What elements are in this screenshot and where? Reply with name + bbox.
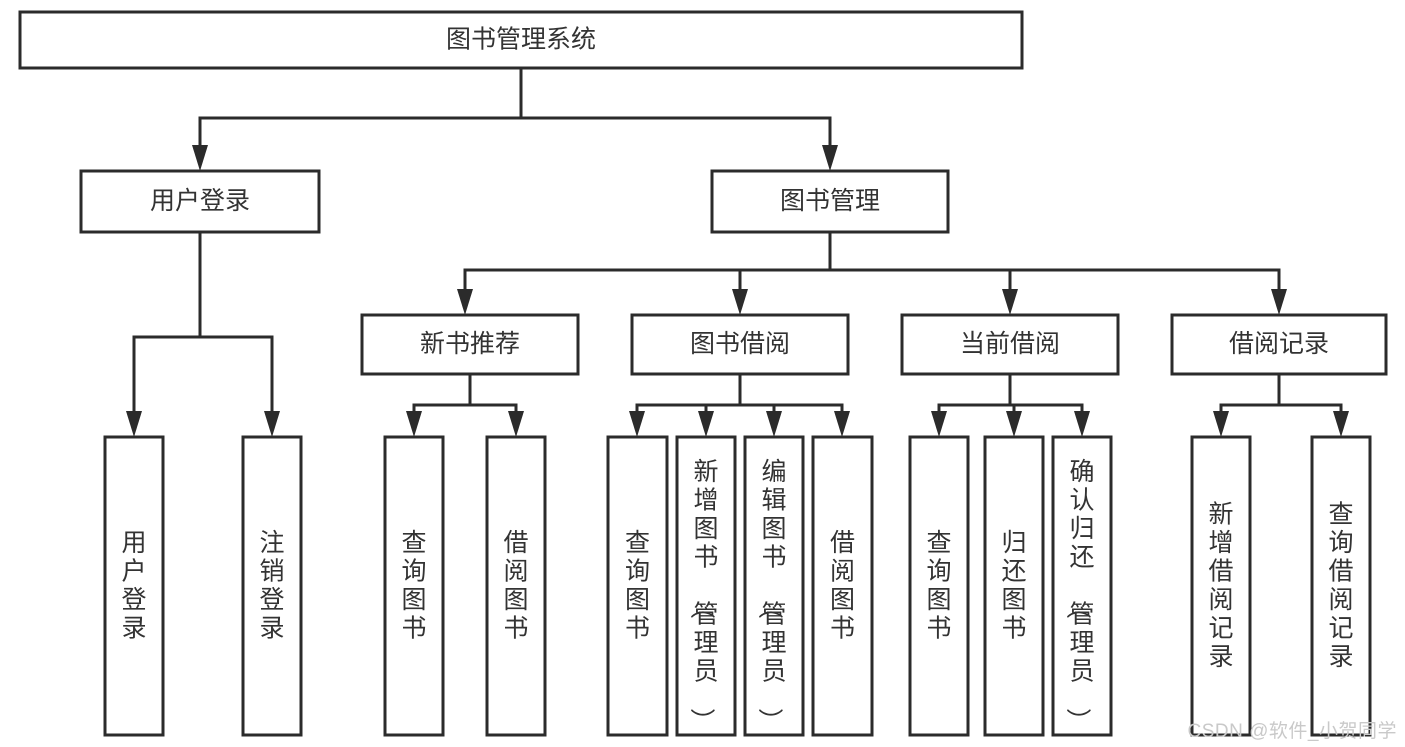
node-label: 借阅记录 bbox=[1229, 330, 1329, 358]
node-label: 确认归还（管理员） bbox=[1063, 458, 1094, 733]
node-box[interactable] bbox=[1051, 435, 1113, 737]
node-box[interactable] bbox=[1170, 313, 1388, 376]
node-leaf-add-borrow-record[interactable]: 新增借阅记录 bbox=[1190, 435, 1252, 737]
arrow-leaf-query-book-borrow bbox=[629, 403, 645, 437]
node-box[interactable] bbox=[630, 313, 850, 376]
node-box[interactable] bbox=[1310, 435, 1372, 737]
node-label: 查询图书 bbox=[625, 529, 650, 643]
connector-bus-root bbox=[198, 66, 832, 120]
node-leaf-query-book-recommend[interactable]: 查询图书 bbox=[383, 435, 445, 737]
node-leaf-query-borrow-record[interactable]: 查询借阅记录 bbox=[1310, 435, 1372, 737]
node-box[interactable] bbox=[485, 435, 547, 737]
arrow-leaf-borrow-book bbox=[834, 403, 850, 437]
node-label: 归还图书 bbox=[1001, 529, 1026, 643]
node-label: 图书借阅 bbox=[690, 330, 790, 358]
node-label: 用户登录 bbox=[121, 529, 146, 643]
node-label: 用户登录 bbox=[150, 187, 250, 215]
node-new-book-recommend[interactable]: 新书推荐 bbox=[360, 313, 580, 376]
node-box[interactable] bbox=[79, 169, 321, 234]
node-label: 新增图书（管理员） bbox=[687, 458, 718, 733]
node-leaf-return-book[interactable]: 归还图书 bbox=[983, 435, 1045, 737]
arrow-current-borrow bbox=[1002, 268, 1018, 315]
arrow-leaf-edit-book bbox=[766, 403, 782, 437]
node-label: 借阅图书 bbox=[830, 529, 855, 643]
node-box[interactable] bbox=[18, 10, 1024, 70]
connector-layer bbox=[126, 66, 1349, 437]
node-box[interactable] bbox=[908, 435, 970, 737]
node-box[interactable] bbox=[103, 435, 165, 737]
arrow-leaf-borrow-book-recommend bbox=[508, 403, 524, 437]
node-box[interactable] bbox=[811, 435, 874, 737]
connector-bus-book-borrow bbox=[635, 372, 844, 407]
node-user-login[interactable]: 用户登录 bbox=[79, 169, 321, 234]
node-leaf-borrow-book[interactable]: 借阅图书 bbox=[811, 435, 874, 737]
node-layer: 图书管理系统用户登录图书管理新书推荐图书借阅当前借阅借阅记录用户登录注销登录查询… bbox=[18, 10, 1388, 737]
node-label: 图书管理 bbox=[780, 187, 880, 215]
connector-bus-book-management bbox=[463, 230, 1281, 272]
node-label: 新书推荐 bbox=[420, 330, 520, 358]
node-root[interactable]: 图书管理系统 bbox=[18, 10, 1024, 70]
connector-bus-borrow-record bbox=[1219, 372, 1343, 407]
arrow-leaf-user-login bbox=[126, 335, 142, 437]
node-leaf-borrow-book-recommend[interactable]: 借阅图书 bbox=[485, 435, 547, 737]
node-box[interactable] bbox=[743, 435, 805, 737]
node-book-borrow[interactable]: 图书借阅 bbox=[630, 313, 850, 376]
arrow-book-management bbox=[822, 116, 838, 171]
node-leaf-edit-book[interactable]: 编辑图书（管理员） bbox=[743, 435, 805, 737]
arrow-leaf-confirm-return bbox=[1074, 403, 1090, 437]
node-book-management[interactable]: 图书管理 bbox=[710, 169, 950, 234]
node-label: 查询借阅记录 bbox=[1328, 501, 1353, 672]
connector-bus-new-book-recommend bbox=[412, 372, 518, 407]
node-leaf-confirm-return[interactable]: 确认归还（管理员） bbox=[1051, 435, 1113, 737]
node-label: 查询图书 bbox=[401, 529, 426, 643]
csdn-watermark: CSDN @软件_小贺同学 bbox=[1187, 721, 1397, 742]
node-box[interactable] bbox=[675, 435, 737, 737]
node-leaf-user-login[interactable]: 用户登录 bbox=[103, 435, 165, 737]
arrow-leaf-query-book-current bbox=[931, 403, 947, 437]
node-label: 注销登录 bbox=[259, 529, 284, 643]
arrow-leaf-query-book-recommend bbox=[406, 403, 422, 437]
node-box[interactable] bbox=[360, 313, 580, 376]
node-box[interactable] bbox=[606, 435, 669, 737]
node-leaf-query-book-borrow[interactable]: 查询图书 bbox=[606, 435, 669, 737]
node-label: 查询图书 bbox=[926, 529, 951, 643]
node-label: 借阅图书 bbox=[503, 529, 528, 643]
connector-bus-current-borrow bbox=[937, 372, 1084, 407]
node-box[interactable] bbox=[1190, 435, 1252, 737]
arrow-book-borrow bbox=[732, 268, 748, 315]
node-label: 新增借阅记录 bbox=[1208, 501, 1233, 672]
node-current-borrow[interactable]: 当前借阅 bbox=[900, 313, 1120, 376]
arrow-leaf-add-borrow-record bbox=[1213, 403, 1229, 437]
arrow-borrow-record bbox=[1271, 268, 1287, 315]
node-label: 图书管理系统 bbox=[446, 26, 596, 54]
arrow-leaf-logout bbox=[264, 335, 280, 437]
node-box[interactable] bbox=[383, 435, 445, 737]
node-box[interactable] bbox=[900, 313, 1120, 376]
node-leaf-query-book-current[interactable]: 查询图书 bbox=[908, 435, 970, 737]
arrow-new-book-recommend bbox=[457, 268, 473, 315]
node-label: 编辑图书（管理员） bbox=[755, 458, 786, 733]
node-box[interactable] bbox=[710, 169, 950, 234]
node-borrow-record[interactable]: 借阅记录 bbox=[1170, 313, 1388, 376]
arrow-leaf-query-borrow-record bbox=[1333, 403, 1349, 437]
node-leaf-logout[interactable]: 注销登录 bbox=[241, 435, 303, 737]
arrow-user-login bbox=[192, 116, 208, 171]
node-leaf-add-book[interactable]: 新增图书（管理员） bbox=[675, 435, 737, 737]
node-label: 当前借阅 bbox=[960, 330, 1060, 358]
arrow-leaf-add-book bbox=[698, 403, 714, 437]
node-box[interactable] bbox=[983, 435, 1045, 737]
arrow-leaf-return-book bbox=[1006, 403, 1022, 437]
connector-bus-user-login bbox=[132, 230, 274, 339]
node-box[interactable] bbox=[241, 435, 303, 737]
